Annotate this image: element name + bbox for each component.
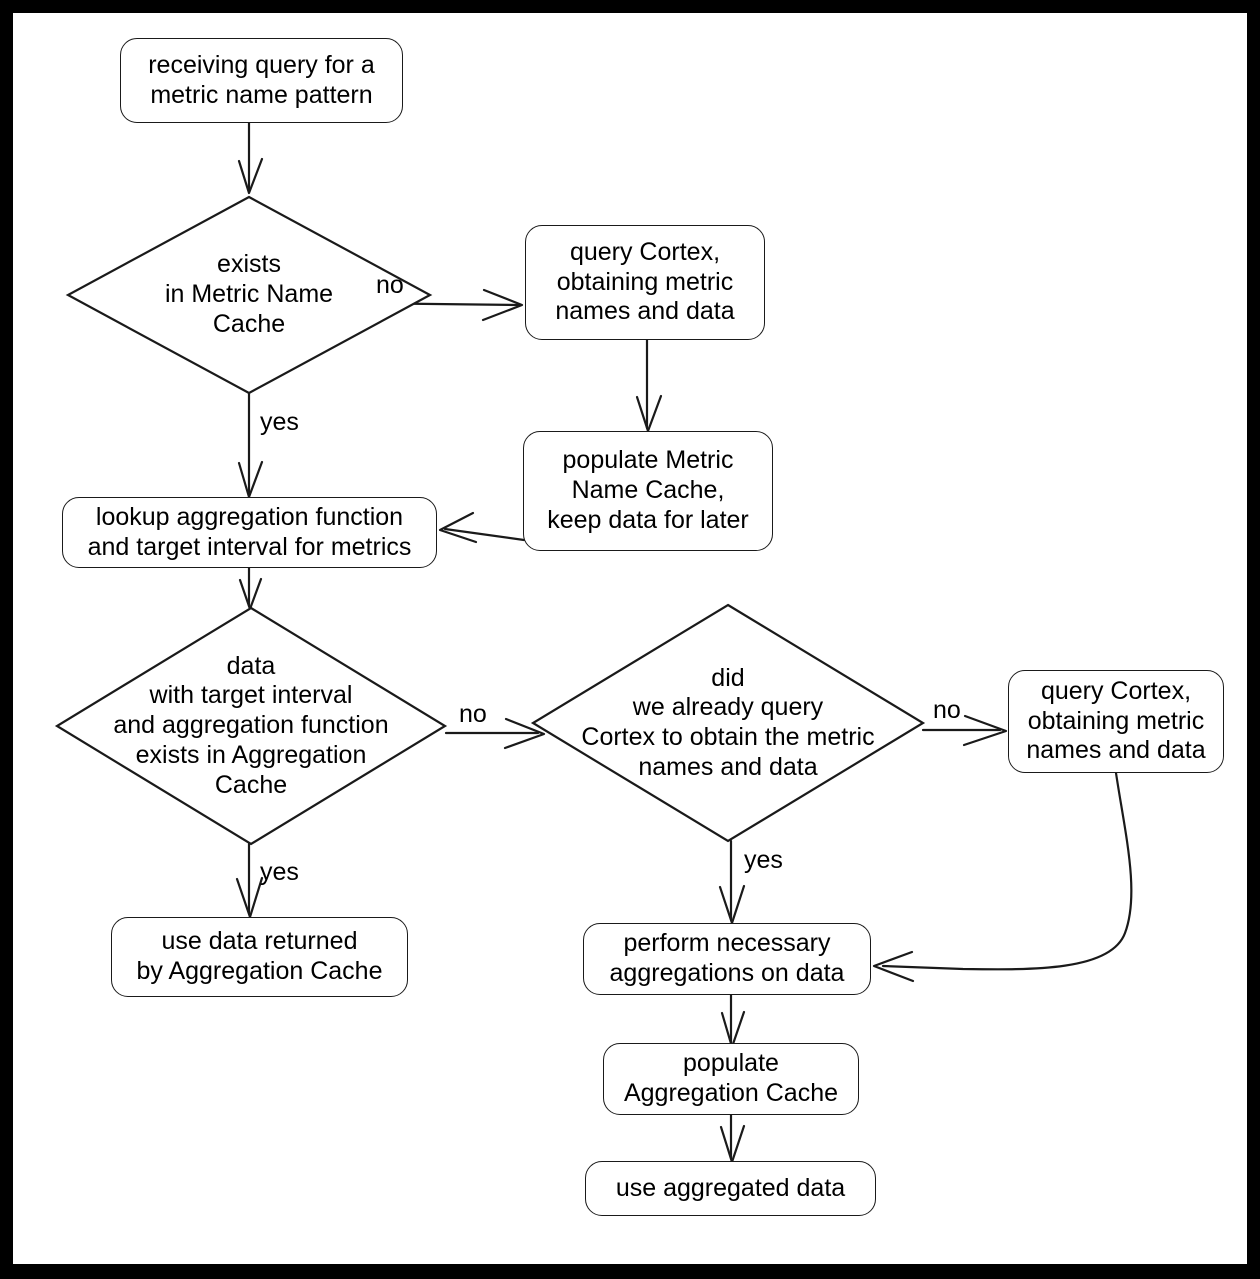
- node-label: did we already query Cortex to obtain th…: [581, 663, 875, 781]
- edge-arrowhead-2: [481, 288, 524, 322]
- node-populate-aggregation-cache[interactable]: populate Aggregation Cache: [603, 1043, 859, 1115]
- node-lookup-aggregation[interactable]: lookup aggregation function and target i…: [62, 497, 437, 568]
- edge-arrowhead-11: [872, 950, 915, 983]
- diamond-shape: [530, 603, 926, 843]
- edge-label-metric-cache-no: no: [376, 271, 404, 299]
- edge-label-already-query-yes: yes: [744, 846, 783, 874]
- flowchart-canvas: receiving query for a metric name patter…: [13, 13, 1247, 1264]
- edge-label-already-query-no: no: [933, 696, 961, 724]
- edge-arrowhead-9: [962, 714, 1008, 747]
- node-query-cortex-right[interactable]: query Cortex, obtaining metric names and…: [1008, 670, 1224, 773]
- edge-arrowhead-5: [237, 460, 264, 499]
- node-use-aggregated-data[interactable]: use aggregated data: [585, 1161, 876, 1216]
- node-perform-aggregations[interactable]: perform necessary aggregations on data: [583, 923, 871, 995]
- edge-arrowhead-12: [720, 1010, 746, 1049]
- node-populate-metric-name-cache[interactable]: populate Metric Name Cache, keep data fo…: [523, 431, 773, 551]
- edge-arrowhead-3: [635, 394, 663, 433]
- edge-arrowhead-1: [237, 157, 264, 195]
- edge-arrowhead-8: [235, 876, 264, 919]
- edge-arrowhead-13: [719, 1124, 746, 1164]
- edge-populate-to-lookup: [443, 527, 526, 542]
- node-aggregation-cache-check[interactable]: data with target interval and aggregatio…: [54, 606, 448, 846]
- node-label: data with target interval and aggregatio…: [113, 651, 389, 799]
- edge-arrowhead-4: [438, 511, 478, 544]
- node-exists-metric-name-cache[interactable]: exists in Metric Name Cache: [65, 195, 433, 395]
- edge-label-metric-cache-yes: yes: [260, 408, 299, 436]
- diamond-shape: [65, 195, 433, 395]
- node-query-cortex-top[interactable]: query Cortex, obtaining metric names and…: [525, 225, 765, 340]
- node-did-we-already-query[interactable]: did we already query Cortex to obtain th…: [530, 603, 926, 843]
- node-label: exists in Metric Name Cache: [164, 250, 334, 338]
- node-receiving-query[interactable]: receiving query for a metric name patter…: [120, 38, 403, 123]
- diamond-shape: [54, 606, 448, 846]
- edge-label-aggregation-cache-no: no: [459, 700, 487, 728]
- edge-arrowhead-6: [238, 577, 263, 611]
- edge-label-aggregation-cache-yes: yes: [260, 858, 299, 886]
- edge-arrowhead-10: [718, 884, 746, 925]
- node-use-data-returned[interactable]: use data returned by Aggregation Cache: [111, 917, 408, 997]
